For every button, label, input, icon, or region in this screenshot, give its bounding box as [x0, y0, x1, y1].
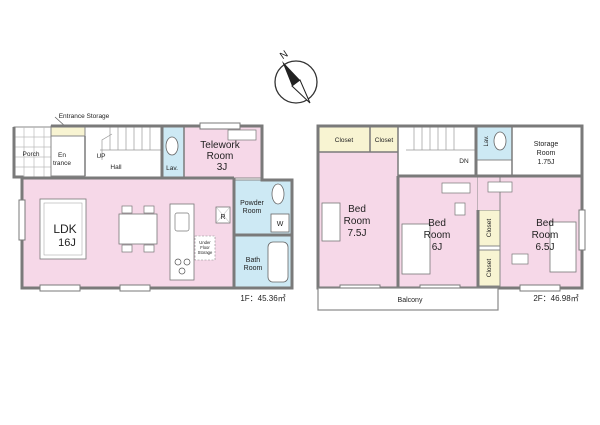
toilet-2f-icon [493, 131, 507, 151]
closet-2-label: Closet [375, 137, 394, 144]
bathtub-icon [267, 241, 289, 283]
interior-walls-2f [318, 126, 513, 176]
bed-1-icon [321, 202, 341, 242]
windows-1f [18, 122, 241, 292]
entrance-floor [50, 135, 86, 177]
lav-label-2f: Lav. [484, 135, 490, 146]
balcony [317, 287, 499, 311]
hall-2f [397, 125, 477, 177]
bath-label-2: Room [244, 265, 263, 272]
storage-label-2: Room [537, 150, 556, 157]
chair-3-icon [511, 253, 529, 265]
kitchen-counter [169, 203, 195, 281]
compass-needle-north [282, 61, 300, 86]
basin-icon [271, 183, 285, 205]
washer-label: W [277, 221, 284, 228]
bed3-label-2: Room [532, 230, 559, 241]
interior-walls-1f [84, 126, 185, 178]
lav-label-1f: Lav. [166, 165, 178, 172]
compass-needle-south [291, 79, 311, 104]
hall-floor [84, 125, 163, 179]
bed1-label-1: Bed [348, 204, 366, 215]
bed2-label-1: Bed [428, 218, 446, 229]
area-label-2f: 2F：46.98㎡ [533, 294, 578, 303]
bed2-label-2: Room [424, 230, 451, 241]
closet-1-label: Closet [335, 137, 354, 144]
porch-hatching [14, 127, 51, 177]
north-label: N [278, 49, 290, 62]
chair-2-icon [454, 202, 466, 216]
stairs-2f [406, 126, 476, 151]
storage-label-1: Storage [534, 141, 559, 148]
area-label-1f: 1F：45.36㎡ [240, 294, 285, 303]
walls-1f [12, 124, 294, 290]
bed1-size: 7.5J [348, 228, 367, 239]
entrance-label-2: trance [53, 160, 71, 167]
telework-size: 3J [217, 162, 228, 173]
under-floor-label-2: Floor [200, 245, 210, 250]
sink-icon [174, 212, 190, 232]
closet-4-label: Closet [486, 259, 493, 278]
dining-table-icon [118, 213, 158, 245]
under-floor-label-1: Under [199, 240, 211, 245]
entrance-storage-label: Entrance Storage [59, 113, 110, 120]
ldk-label: LDK [53, 222, 76, 236]
telework-desk [227, 129, 257, 141]
dining-chairs [121, 205, 155, 253]
powder-label-2: Room [243, 208, 262, 215]
telework-label-1: Telework [200, 140, 240, 151]
bed1-label-2: Room [344, 216, 371, 227]
bath-label-1: Bath [246, 257, 261, 264]
balcony-label: Balcony [398, 297, 423, 304]
under-floor-storage [194, 235, 216, 261]
desk-3-icon [487, 181, 513, 193]
bed-2-icon [401, 223, 431, 275]
washer-icon [270, 213, 290, 233]
floor-1: 1F：45.36㎡ Entrance Storage Porch En tran… [12, 113, 294, 303]
under-floor-label-3: Storage [198, 250, 213, 255]
up-label: UP [96, 153, 105, 160]
porch-label: Porch [23, 151, 40, 158]
stove-icon [174, 258, 191, 275]
sofa-icon [39, 198, 87, 260]
entrance-label-1: En [58, 152, 66, 159]
storage-size: 1.75J [537, 159, 554, 166]
stairs-1f [100, 126, 162, 160]
compass: N [274, 49, 318, 104]
desk-2-icon [441, 182, 471, 194]
toilet-1f-icon [165, 136, 179, 156]
refrigerator-label: R [220, 214, 225, 221]
closet-1 [317, 125, 371, 153]
telework-label-2: Room [207, 151, 234, 162]
dn-label: DN [459, 158, 469, 165]
bed3-label-1: Bed [536, 218, 554, 229]
bed2-size: 6J [432, 242, 443, 253]
ldk-size: 16J [58, 237, 76, 249]
bed-3-icon [549, 221, 577, 273]
powder-label-1: Powder [240, 200, 264, 207]
closet-3-label: Closet [486, 219, 493, 238]
floor-2: Closet Closet DN Lav. Storage Room 1.75J… [316, 124, 586, 311]
hall-label: Hall [110, 164, 122, 171]
bed3-size: 6.5J [536, 242, 555, 253]
